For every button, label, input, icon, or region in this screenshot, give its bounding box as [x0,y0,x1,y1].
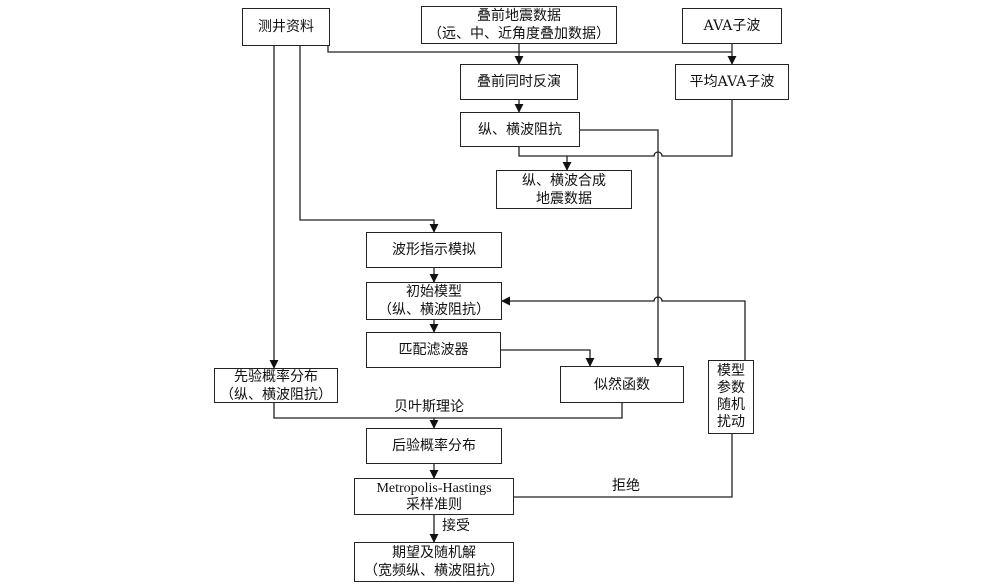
node-prior-distribution: 先验概率分布 （纵、横波阻抗） [214,368,338,403]
node-likelihood-label: 似然函数 [594,376,650,393]
node-prior-label-1: 先验概率分布 [234,368,318,385]
node-result-label-1: 期望及随机解 [392,545,476,561]
node-impedance-label: 纵、横波阻抗 [478,121,562,138]
node-model-perturbation: 模型 参数 随机 扰动 [708,360,754,434]
edge-label-accept: 接受 [440,517,472,535]
edge-welllogs-right [327,46,732,53]
node-waveform-simulation: 波形指示模拟 [366,232,502,268]
node-result-label-2: （宽频纵、横波阻抗） [364,563,504,579]
node-initial-model: 初始模型 （纵、横波阻抗） [366,282,502,320]
node-prior-label-2: （纵、横波阻抗） [220,386,332,403]
node-perturb-label-3: 随机 [717,397,745,413]
node-avg-ava-wavelet: 平均AVA子波 [675,64,789,100]
node-result: 期望及随机解 （宽频纵、横波阻抗） [354,542,514,582]
node-prestack-label-2: （远、中、近角度叠加数据） [428,26,610,42]
node-waveform-simulation-label: 波形指示模拟 [392,242,476,258]
node-mh-label-2: 采样准则 [406,496,462,513]
node-initial-model-label-2: （纵、横波阻抗） [378,302,490,318]
node-simultaneous-inversion-label: 叠前同时反演 [477,74,561,90]
node-well-logs: 测井资料 [242,8,330,46]
node-mh-label-1: Metropolis-Hastings [376,480,492,496]
node-mh-criterion: Metropolis-Hastings 采样准则 [354,478,514,515]
node-perturb-label-1: 模型 [717,363,745,379]
node-posterior-distribution: 后验概率分布 [366,428,502,464]
node-posterior-label: 后验概率分布 [392,438,476,454]
node-prestack-data: 叠前地震数据 （远、中、近角度叠加数据） [421,6,617,44]
node-ava-wavelet: AVA子波 [682,8,782,44]
node-avg-ava-wavelet-label: 平均AVA子波 [689,74,775,90]
edge-label-bayes: 贝叶斯理论 [392,398,466,416]
node-well-logs-label: 测井资料 [258,19,314,35]
node-initial-model-label-1: 初始模型 [406,284,462,300]
node-synthetic-seismic: 纵、横波合成 地震数据 [496,170,632,209]
node-matched-filter-label: 匹配滤波器 [398,342,469,358]
edge-perturb-initial [501,296,746,360]
node-synthetic-label-1: 纵、横波合成 [522,172,606,189]
edge-mh-reject [514,434,733,498]
node-likelihood: 似然函数 [560,366,684,403]
node-perturb-label-4: 扰动 [717,414,745,430]
edge-bayes-merge [273,403,623,419]
node-ava-wavelet-label: AVA子波 [703,18,761,34]
node-synthetic-label-2: 地震数据 [536,190,592,207]
node-prestack-label-1: 叠前地震数据 [477,8,561,24]
edge-avg-synthetic [567,100,733,157]
node-perturb-label-2: 参数 [717,380,745,396]
edge-impedance-likelihood [580,129,663,367]
edge-welllogs-waveform [299,46,439,233]
node-simultaneous-inversion: 叠前同时反演 [460,64,578,100]
edge-filter-likelihood [501,349,595,367]
node-matched-filter: 匹配滤波器 [366,332,501,368]
edge-impedance-synthetic [518,147,572,171]
node-impedance: 纵、横波阻抗 [460,112,580,147]
edge-label-reject: 拒绝 [610,477,642,495]
